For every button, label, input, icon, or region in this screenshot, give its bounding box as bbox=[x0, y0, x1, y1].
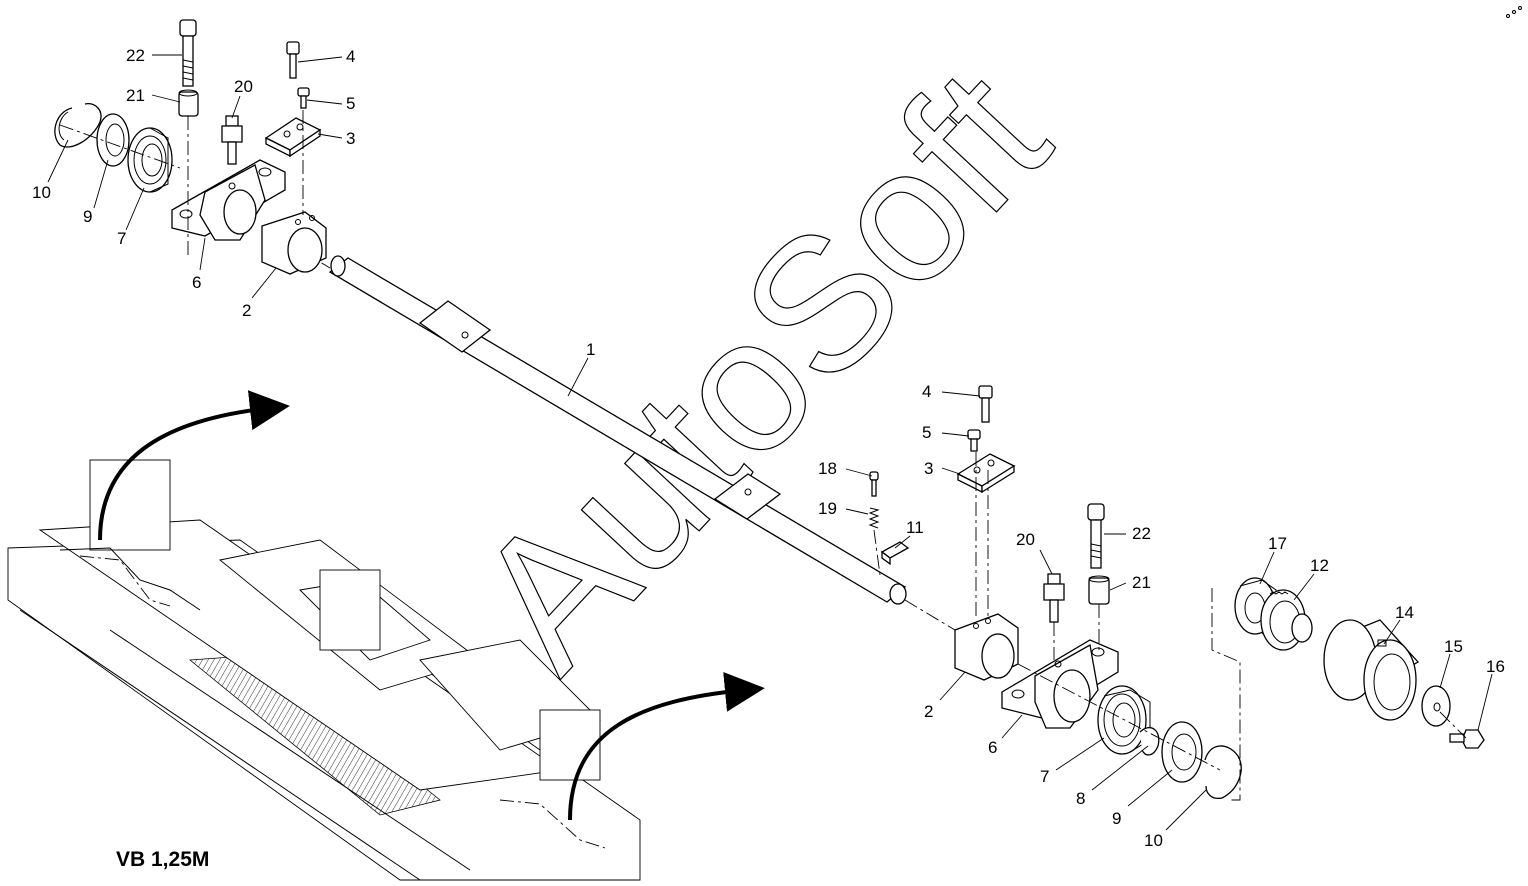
grease-left-part bbox=[221, 115, 243, 165]
arrow-lower-icon bbox=[568, 671, 765, 821]
spring-part bbox=[868, 507, 880, 529]
bolt16-part bbox=[1449, 729, 1485, 749]
callout-6-right: 6 bbox=[988, 738, 997, 757]
screw4-left-part bbox=[286, 41, 300, 79]
plate-right-part bbox=[956, 453, 1016, 494]
callout-19: 19 bbox=[818, 499, 837, 518]
callout-9-right: 9 bbox=[1112, 809, 1121, 828]
leader-lines bbox=[47, 54, 1493, 831]
callout-22-right: 22 bbox=[1132, 524, 1151, 543]
clamp-right-part bbox=[954, 613, 1019, 681]
callout-20-right: 20 bbox=[1016, 530, 1035, 549]
model-title: VB 1,25M bbox=[116, 848, 209, 871]
callout-6-left: 6 bbox=[192, 273, 201, 292]
callout-10-left: 10 bbox=[32, 183, 51, 202]
callout-2-right: 2 bbox=[924, 702, 933, 721]
callout-21-right: 21 bbox=[1132, 573, 1151, 592]
callout-15: 15 bbox=[1444, 637, 1463, 656]
housing-right-part bbox=[1001, 639, 1119, 729]
circlip-right-part bbox=[1204, 745, 1242, 800]
callout-9-left: 9 bbox=[83, 207, 92, 226]
screw5-left-part bbox=[297, 87, 310, 109]
callout-21-left: 21 bbox=[126, 86, 145, 105]
shaft-part bbox=[299, 249, 966, 637]
spacer-left-part bbox=[178, 89, 199, 117]
housing-left-part bbox=[171, 159, 286, 241]
bolt22-left-part bbox=[179, 19, 197, 87]
callout-8-right: 8 bbox=[1076, 789, 1085, 808]
key-part bbox=[880, 541, 910, 566]
seal-right-part bbox=[1161, 721, 1203, 783]
plate-left-part bbox=[264, 117, 322, 158]
pin-part bbox=[869, 471, 879, 497]
bearing-right-part bbox=[1097, 685, 1151, 755]
seal-left-part bbox=[96, 113, 130, 167]
callout-14: 14 bbox=[1395, 603, 1414, 622]
callout-10-right: 10 bbox=[1144, 831, 1163, 850]
callout-7-left: 7 bbox=[117, 229, 126, 248]
grease-right-part bbox=[1043, 573, 1065, 623]
callout-17: 17 bbox=[1268, 534, 1287, 553]
callout-2-left: 2 bbox=[242, 301, 251, 320]
washer-part bbox=[1421, 685, 1451, 727]
callout-16: 16 bbox=[1486, 657, 1505, 676]
screw4-right-part bbox=[978, 385, 993, 423]
arrow-upper-icon bbox=[98, 390, 290, 541]
callout-3-right: 3 bbox=[924, 459, 933, 478]
screw5-right-part bbox=[967, 429, 981, 452]
clamp-left-part bbox=[261, 211, 327, 275]
machine-overview bbox=[7, 459, 641, 881]
callout-7-right: 7 bbox=[1040, 767, 1049, 786]
gear-part bbox=[1260, 589, 1313, 651]
circlip-left-part bbox=[54, 103, 102, 148]
callout-4-left: 4 bbox=[346, 47, 355, 66]
callout-3-left: 3 bbox=[346, 129, 355, 148]
callout-22-left: 22 bbox=[126, 46, 145, 65]
callout-1: 1 bbox=[586, 340, 595, 359]
bolt22-right-part bbox=[1087, 503, 1105, 569]
bearing-left-part bbox=[127, 127, 173, 193]
callout-18: 18 bbox=[818, 459, 837, 478]
callout-20-left: 20 bbox=[234, 77, 253, 96]
coupling-part bbox=[1323, 619, 1420, 721]
spacer-right-part bbox=[1088, 575, 1110, 605]
callout-5-left: 5 bbox=[346, 94, 355, 113]
ring8-right-part bbox=[1139, 727, 1160, 756]
callout-4-right: 4 bbox=[922, 382, 931, 401]
callout-5-right: 5 bbox=[922, 423, 931, 442]
corner-mark-icon bbox=[1506, 6, 1522, 18]
callout-12: 12 bbox=[1310, 556, 1329, 575]
callout-11: 11 bbox=[906, 518, 924, 537]
